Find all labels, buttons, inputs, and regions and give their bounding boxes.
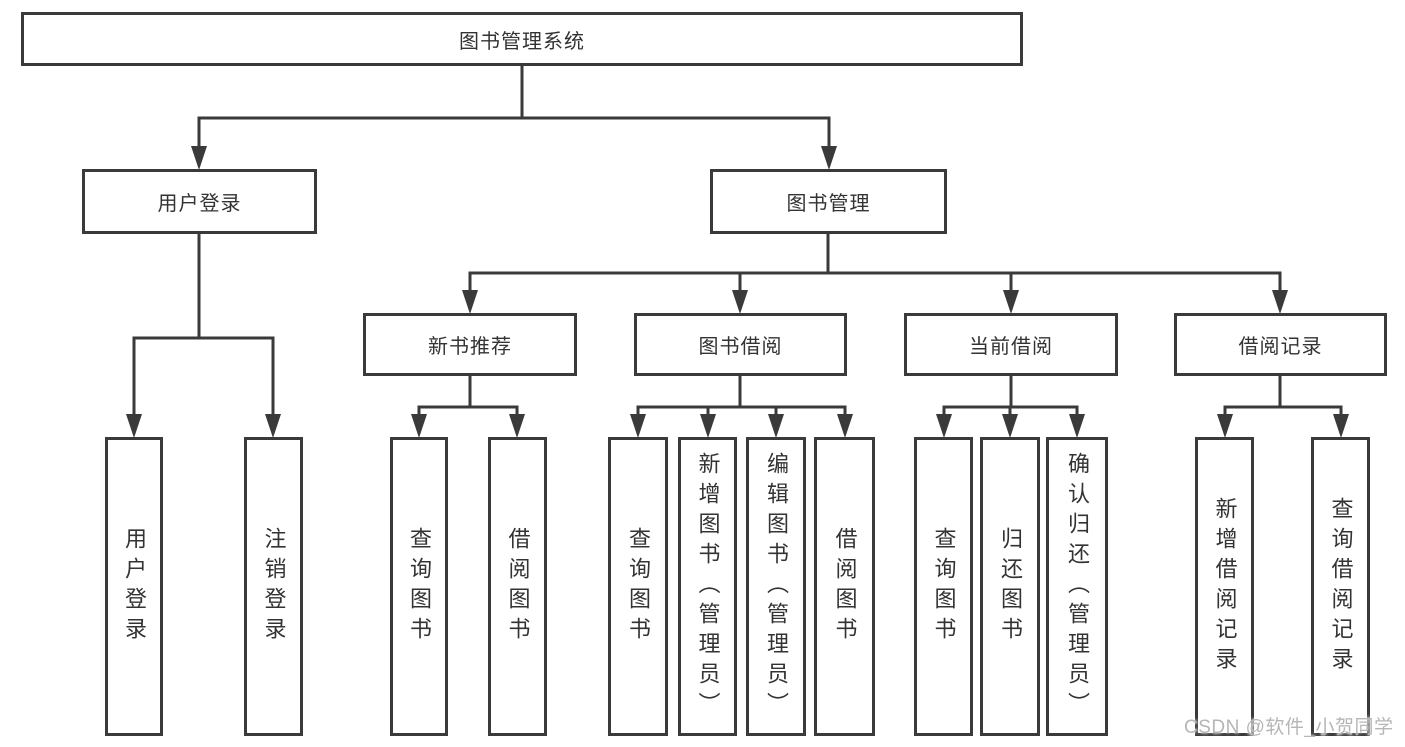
arrow-icon [1002, 414, 1018, 438]
arrow-icon [265, 414, 281, 438]
connector-level3-rail [468, 271, 1282, 310]
arrow-icon [1003, 290, 1019, 314]
arrow-icon [936, 414, 952, 438]
arrow-icon [732, 290, 748, 314]
arrow-icon [700, 414, 716, 438]
node-borrowing-records: 借阅记录 [1174, 313, 1387, 376]
connector-recommend-rail [417, 405, 519, 434]
arrow-icon [1272, 290, 1288, 314]
leaf-add-borrow-record: 新增借阅记录 [1195, 437, 1254, 736]
watermark: CSDN @软件_小贺同学 [1184, 717, 1394, 738]
connector-current-rail [942, 405, 1079, 434]
arrow-icon [411, 414, 427, 438]
connector-records-rail [1223, 405, 1343, 434]
leaf-borrow-books-recommend: 借阅图书 [488, 437, 547, 736]
node-user-login: 用户登录 [82, 169, 317, 234]
leaf-logout: 注销登录 [244, 437, 303, 736]
arrow-icon [1333, 414, 1349, 438]
arrow-icon [630, 414, 646, 438]
leaf-user-login: 用户登录 [105, 437, 163, 736]
connector-borrowing-rail [636, 405, 847, 434]
arrow-icon [768, 414, 784, 438]
node-book-borrowing: 图书借阅 [634, 313, 847, 376]
arrow-icon [191, 146, 207, 170]
leaf-query-books-borrowing: 查询图书 [608, 437, 668, 736]
arrow-icon [462, 290, 478, 314]
node-new-book-recommendation: 新书推荐 [363, 313, 577, 376]
node-book-management: 图书管理 [710, 169, 947, 234]
arrow-icon [837, 414, 853, 438]
leaf-confirm-return-admin: 确认归还（管理员） [1046, 437, 1108, 736]
leaf-query-books-current: 查询图书 [914, 437, 973, 736]
leaf-return-books: 归还图书 [980, 437, 1040, 736]
leaf-edit-books-admin: 编辑图书（管理员） [746, 437, 806, 736]
arrow-icon [509, 414, 525, 438]
leaf-query-books-recommend: 查询图书 [390, 437, 448, 736]
leaf-add-books-admin: 新增图书（管理员） [678, 437, 737, 736]
arrow-icon [821, 146, 837, 170]
arrow-icon [1217, 414, 1233, 438]
node-library-management-system: 图书管理系统 [21, 12, 1023, 66]
connector-level2-rail [197, 116, 831, 166]
node-current-borrowing: 当前借阅 [904, 313, 1118, 376]
leaf-borrow-books-borrowing: 借阅图书 [814, 437, 875, 736]
arrow-icon [1069, 414, 1085, 438]
arrow-icon [126, 414, 142, 438]
connector-userlogin-rail [132, 336, 275, 434]
leaf-query-borrow-record: 查询借阅记录 [1311, 437, 1370, 736]
